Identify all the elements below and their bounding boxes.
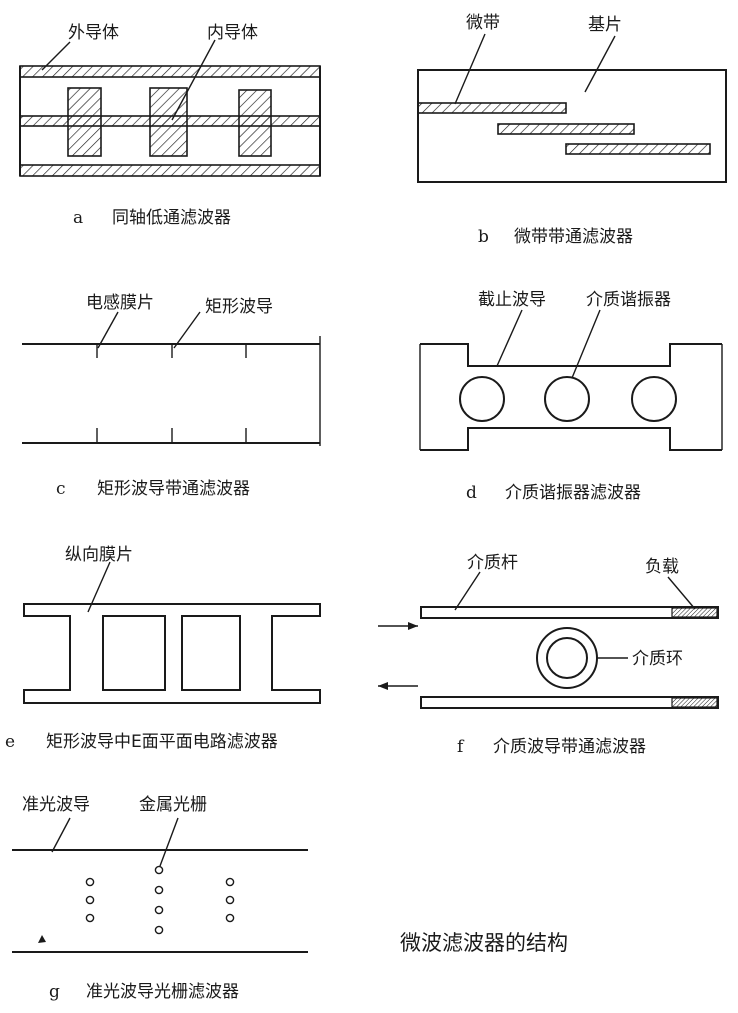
panel-g-quasi-optical-grating: 准光波导 金属光栅 g 准光波导光栅滤波器 bbox=[12, 795, 308, 1002]
grating-post bbox=[154, 905, 164, 915]
leader-quasi-waveguide bbox=[51, 817, 71, 853]
label-inner-conductor: 内导体 bbox=[207, 23, 258, 43]
panel-g-letter: g bbox=[49, 982, 60, 1002]
leader-inductive-iris bbox=[97, 311, 119, 349]
grating-post bbox=[85, 895, 95, 905]
panel-d-caption: 介质谐振器滤波器 bbox=[505, 483, 641, 503]
panel-f-dielectric-waveguide: 介质杆 负载 介质环 f 介质波导带通滤波器 bbox=[378, 553, 719, 757]
dielectric-resonator-1 bbox=[459, 376, 505, 422]
eplane-outline bbox=[23, 603, 321, 704]
cutoff-waveguide-outline-top bbox=[420, 343, 722, 367]
load-bottom bbox=[671, 697, 718, 708]
microstrip-line-1 bbox=[417, 102, 567, 114]
microstrip-line-2 bbox=[497, 123, 635, 135]
panel-b-caption: 微带带通滤波器 bbox=[514, 227, 633, 247]
dielectric-ring-inner bbox=[546, 637, 588, 679]
grating-post bbox=[225, 877, 235, 887]
cutoff-waveguide-outline-bottom bbox=[420, 427, 722, 451]
label-quasi-waveguide: 准光波导 bbox=[22, 795, 90, 815]
grating-post bbox=[85, 877, 95, 887]
stray-mark bbox=[38, 935, 46, 943]
label-rect-waveguide: 矩形波导 bbox=[205, 297, 273, 317]
panel-d-dielectric-resonator: 截止波导 介质谐振器 d 介质谐振器滤波器 bbox=[419, 290, 723, 503]
leader-inner-conductor bbox=[171, 39, 216, 121]
eplane-window-1 bbox=[102, 615, 166, 691]
coax-outer-top bbox=[19, 65, 321, 78]
grating-post bbox=[154, 925, 164, 935]
input-arrow bbox=[378, 622, 418, 630]
label-outer-conductor: 外导体 bbox=[68, 23, 119, 43]
label-longitudinal-fin: 纵向膜片 bbox=[65, 545, 133, 565]
label-microstrip: 微带 bbox=[466, 13, 500, 33]
panel-c-waveguide-bandpass: 电感膜片 矩形波导 c 矩形波导带通滤波器 bbox=[22, 293, 321, 499]
panel-e-letter: e bbox=[5, 732, 15, 752]
label-cutoff-waveguide: 截止波导 bbox=[478, 290, 546, 310]
panel-g-caption: 准光波导光栅滤波器 bbox=[86, 982, 239, 1002]
label-inductive-iris: 电感膜片 bbox=[86, 293, 154, 313]
leader-outer-conductor bbox=[41, 41, 71, 71]
grating-post bbox=[225, 895, 235, 905]
output-arrow bbox=[378, 682, 418, 690]
label-load: 负载 bbox=[645, 557, 679, 577]
dielectric-rod-bottom bbox=[420, 696, 719, 709]
coax-inner-disk-2 bbox=[149, 87, 188, 157]
label-dielectric-resonator: 介质谐振器 bbox=[586, 290, 671, 310]
panel-e-caption: 矩形波导中E面平面电路滤波器 bbox=[46, 732, 278, 752]
leader-cutoff-waveguide bbox=[496, 309, 523, 367]
panel-e-eplane-filter: 纵向膜片 e 矩形波导中E面平面电路滤波器 bbox=[5, 545, 321, 752]
leader-dielectric-resonator bbox=[571, 309, 601, 379]
grating-post bbox=[85, 913, 95, 923]
panel-a-letter: a bbox=[73, 208, 83, 228]
dielectric-resonator-2 bbox=[544, 376, 590, 422]
coax-outer-bottom bbox=[19, 164, 321, 177]
substrate-board bbox=[417, 69, 727, 183]
leader-microstrip bbox=[454, 33, 486, 105]
leader-longitudinal-fin bbox=[87, 561, 111, 613]
microstrip-line-3 bbox=[565, 143, 711, 155]
leader-dielectric-rod bbox=[454, 571, 481, 611]
label-dielectric-ring: 介质环 bbox=[632, 649, 683, 669]
leader-load bbox=[667, 576, 696, 610]
leader-rect-waveguide bbox=[173, 311, 201, 349]
panel-d-letter: d bbox=[466, 483, 477, 503]
coax-inner-disk-3 bbox=[238, 89, 272, 157]
eplane-window-2 bbox=[181, 615, 241, 691]
panel-c-letter: c bbox=[56, 479, 66, 499]
panel-a-caption: 同轴低通滤波器 bbox=[112, 208, 231, 228]
dielectric-resonator-3 bbox=[631, 376, 677, 422]
panel-c-caption: 矩形波导带通滤波器 bbox=[97, 479, 250, 499]
leader-substrate bbox=[584, 35, 616, 93]
grating-post bbox=[154, 865, 164, 875]
label-substrate: 基片 bbox=[588, 15, 622, 35]
diagram-title: 微波滤波器的结构 bbox=[400, 931, 568, 955]
coax-inner-disk-1 bbox=[67, 87, 102, 157]
grating-post bbox=[225, 913, 235, 923]
leader-metal-grating bbox=[159, 817, 179, 867]
label-metal-grating: 金属光栅 bbox=[139, 795, 207, 815]
panel-a-coaxial-lowpass: 外导体 内导体 a 同轴低通滤波器 bbox=[19, 23, 321, 228]
label-dielectric-rod: 介质杆 bbox=[467, 553, 518, 573]
panel-f-letter: f bbox=[457, 737, 465, 757]
dielectric-rod-top bbox=[420, 606, 719, 619]
panel-b-letter: b bbox=[478, 227, 489, 247]
grating-post bbox=[154, 885, 164, 895]
panel-b-microstrip-bandpass: 微带 基片 b 微带带通滤波器 bbox=[417, 13, 727, 247]
panel-f-caption: 介质波导带通滤波器 bbox=[493, 737, 646, 757]
